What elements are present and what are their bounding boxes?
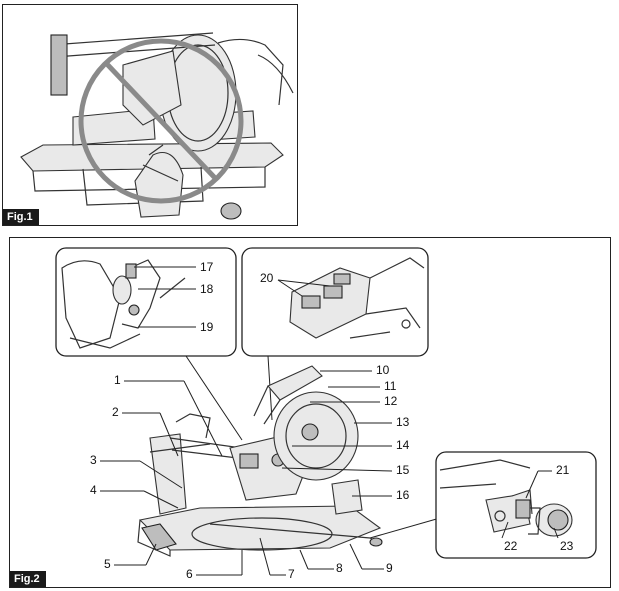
callout-13: 13 [396,415,410,429]
callout-5: 5 [104,557,111,571]
figure-2-illustration: 17 18 19 20 1 2 3 4 5 6 7 [55,247,597,581]
callout-20: 20 [260,271,274,285]
callout-23: 23 [560,539,574,553]
callout-9: 9 [386,561,393,575]
callout-6: 6 [186,567,193,581]
callout-8: 8 [336,561,343,575]
callout-22: 22 [504,539,518,553]
callout-3: 3 [90,453,97,467]
callout-14: 14 [396,438,410,452]
callout-1: 1 [114,373,121,387]
callout-4: 4 [90,483,97,497]
inset-handle-detail [55,247,237,357]
prohibition-circle-icon [78,38,244,204]
callout-11: 11 [384,379,397,393]
callout-10: 10 [376,363,390,377]
callout-21: 21 [556,463,570,477]
callout-17: 17 [200,260,214,274]
callout-16: 16 [396,488,410,502]
callout-12: 12 [384,394,398,408]
figure-1-illustration [20,32,294,220]
callout-19: 19 [200,320,214,334]
figure-2-panel: 17 18 19 20 1 2 3 4 5 6 7 [9,237,611,588]
callout-2: 2 [112,405,119,419]
callout-15: 15 [396,463,410,477]
callout-7: 7 [288,567,295,581]
figure-1-label: Fig.1 [3,209,39,225]
figure-2-label: Fig.2 [10,571,46,587]
figure-1-panel: Fig.1 [2,4,298,226]
callout-18: 18 [200,282,214,296]
